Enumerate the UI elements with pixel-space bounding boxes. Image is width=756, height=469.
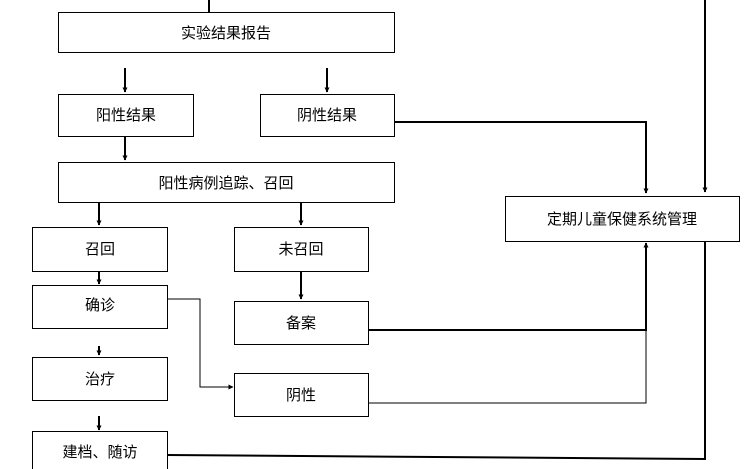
node-positive: 阳性结果	[58, 94, 194, 137]
node-archive: 建档、随访	[32, 431, 168, 469]
node-filing: 备案	[234, 301, 369, 345]
node-track-label: 阳性病例追踪、召回	[158, 174, 293, 192]
node-negative-result-label: 阴性	[286, 386, 316, 404]
edge-filing-management	[368, 242, 649, 331]
node-negative-label: 阴性结果	[297, 106, 357, 124]
node-negative-result: 阴性	[234, 373, 369, 417]
node-confirm: 确诊	[32, 285, 168, 329]
node-recalled-label: 召回	[85, 240, 115, 258]
node-report-label: 实验结果报告	[181, 24, 271, 42]
edge-negative-management	[395, 121, 649, 194]
edge-negative-result-management	[368, 330, 647, 404]
node-recalled: 召回	[32, 227, 168, 272]
node-management: 定期儿童保健系统管理	[505, 196, 740, 242]
node-negative: 阴性结果	[260, 94, 395, 137]
node-positive-label: 阳性结果	[96, 106, 156, 124]
node-management-label: 定期儿童保健系统管理	[547, 210, 697, 228]
node-confirm-label: 确诊	[85, 296, 115, 314]
node-not-recalled: 未召回	[234, 227, 369, 272]
node-track: 阳性病例追踪、召回	[58, 162, 395, 203]
node-treatment-label: 治疗	[85, 370, 115, 388]
node-not-recalled-label: 未召回	[278, 240, 323, 258]
node-archive-label: 建档、随访	[62, 443, 137, 461]
node-report: 实验结果报告	[58, 12, 395, 53]
edge-archive-management	[166, 224, 708, 461]
connectors	[96, 0, 708, 461]
node-treatment: 治疗	[32, 357, 168, 401]
node-filing-label: 备案	[286, 314, 316, 332]
edge-confirm-negative	[167, 298, 234, 390]
